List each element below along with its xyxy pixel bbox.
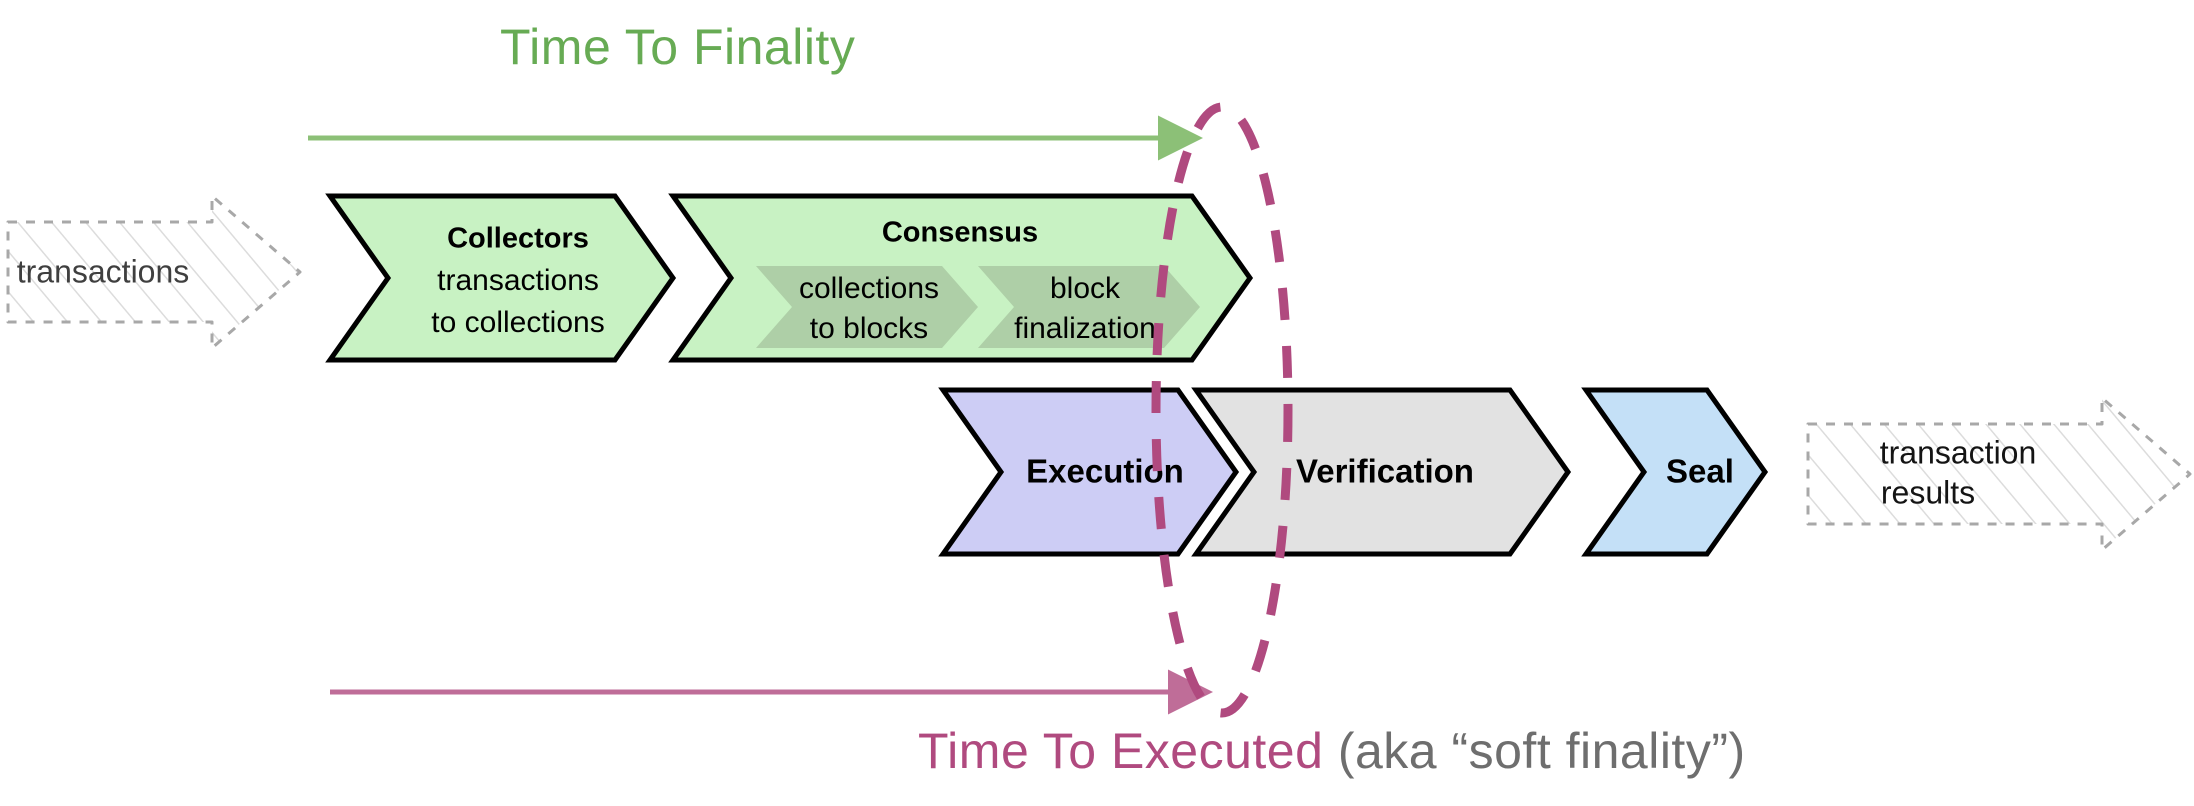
block-finalization-line2: finalization	[1014, 312, 1156, 345]
stage-verification[interactable]: Verification	[1191, 387, 1572, 557]
input-arrow-label: transactions	[17, 253, 190, 289]
stage-collectors[interactable]: Collectors transactions to collections	[325, 193, 677, 363]
time-to-executed-strong: Time To Executed	[918, 723, 1324, 779]
output-ghost-arrow: transaction results	[1806, 396, 2192, 552]
seal-title: Seal	[1666, 453, 1734, 490]
time-to-executed-label: Time To Executed (aka “soft finality”)	[918, 722, 1746, 780]
collectors-sub-line1: transactions	[437, 264, 599, 297]
output-arrow-label-line1: transaction	[1880, 434, 2037, 470]
output-arrow-label-line2: results	[1881, 474, 1975, 510]
time-to-finality-label: Time To Finality	[500, 19, 856, 75]
input-ghost-arrow: transactions	[6, 194, 302, 350]
stage-seal[interactable]: Seal	[1581, 387, 1769, 557]
collectors-title: Collectors	[447, 223, 589, 255]
stage-consensus[interactable]: Consensus collections to blocks block fi…	[668, 193, 1254, 363]
time-to-executed-soft: (aka “soft finality”)	[1323, 723, 1746, 779]
verification-title: Verification	[1296, 453, 1474, 490]
consensus-title: Consensus	[882, 217, 1038, 249]
finality-boundary-ellipse	[1151, 102, 1293, 718]
substage-collections-to-blocks[interactable]: collections to blocks	[756, 266, 978, 348]
collections-to-blocks-line2: to blocks	[810, 312, 928, 345]
substage-block-finalization[interactable]: block finalization	[978, 266, 1200, 348]
stage-execution[interactable]: Execution	[938, 387, 1240, 557]
block-finalization-line1: block	[1050, 272, 1121, 305]
collectors-sub-line2: to collections	[431, 306, 604, 339]
collections-to-blocks-line1: collections	[799, 272, 939, 305]
